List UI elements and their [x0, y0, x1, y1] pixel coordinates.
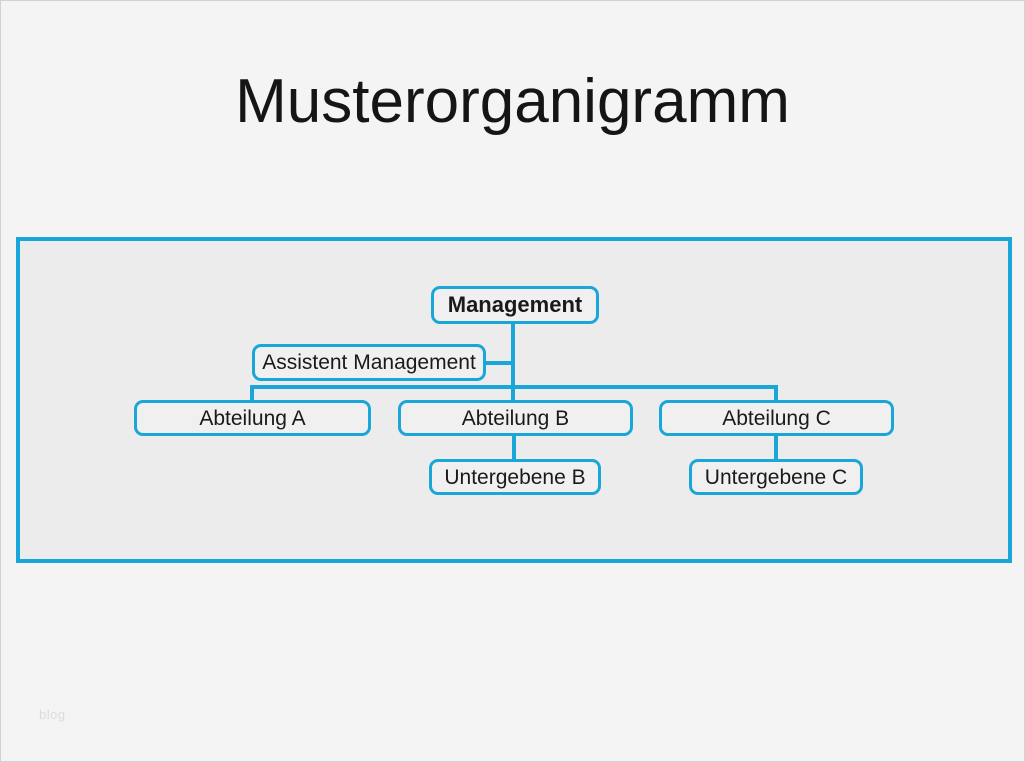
org-node-assistent-management: Assistent Management [252, 344, 486, 381]
connector-abteilung-b-untergebene-b [512, 434, 516, 461]
blog-watermark: blog [39, 707, 66, 722]
connector-drop-abteilung-a [250, 388, 254, 402]
connector-horizontal-rail [250, 385, 778, 389]
org-node-abteilung-c: Abteilung C [659, 400, 894, 436]
org-node-abteilung-a: Abteilung A [134, 400, 371, 436]
org-node-untergebene-c: Untergebene C [689, 459, 863, 495]
connector-management-vertical [511, 322, 515, 402]
org-node-untergebene-b: Untergebene B [429, 459, 601, 495]
page-title: Musterorganigramm [235, 67, 790, 136]
org-node-management: Management [431, 286, 599, 324]
connector-assistant-stub [484, 361, 513, 365]
connector-drop-abteilung-c [774, 388, 778, 402]
org-node-abteilung-b: Abteilung B [398, 400, 633, 436]
connector-abteilung-c-untergebene-c [774, 434, 778, 461]
